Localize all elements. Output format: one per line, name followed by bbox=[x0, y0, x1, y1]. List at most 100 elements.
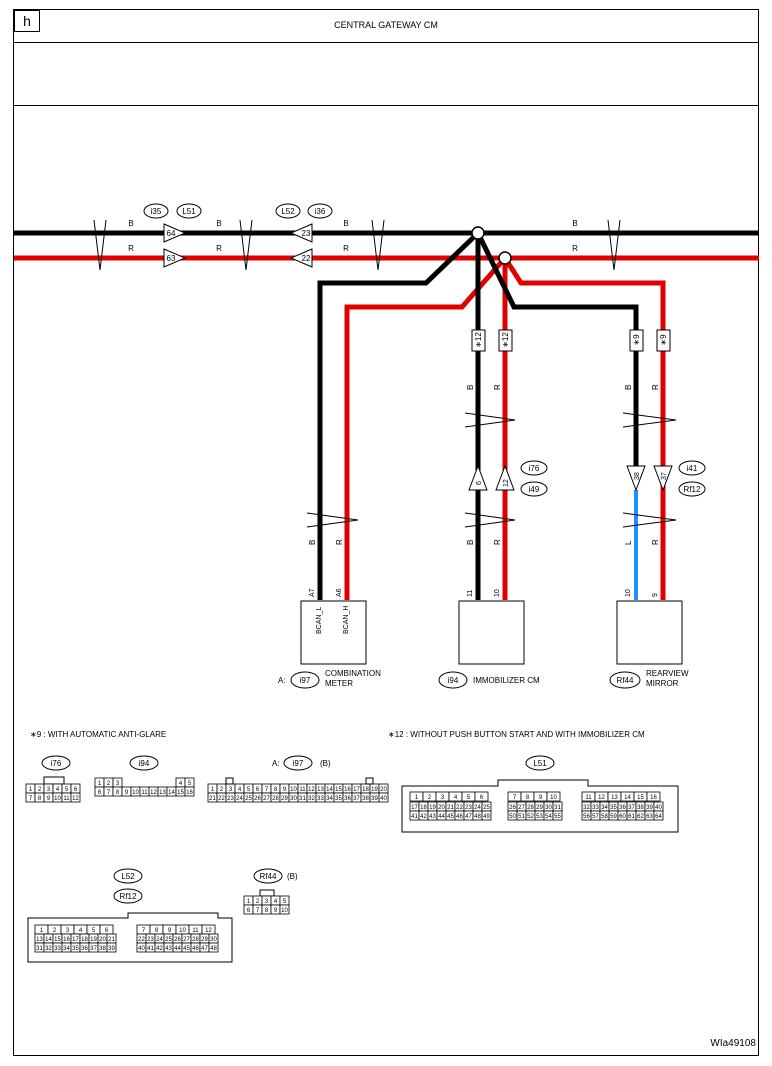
mirror-black-wire bbox=[475, 231, 639, 470]
connector-pin-number: 7 bbox=[107, 790, 111, 796]
connector-pin-number: 11 bbox=[585, 795, 592, 801]
wire-color-label: B bbox=[128, 219, 133, 228]
terminal-label: BCAN_H bbox=[343, 606, 350, 634]
inline-connector-chevron bbox=[653, 465, 673, 492]
connector-label-rf12: Rf12 bbox=[684, 485, 701, 494]
connector-label-i35: i35 bbox=[151, 207, 162, 216]
inline-connector-chevron bbox=[495, 464, 515, 491]
connector-pin-number: 9 bbox=[125, 790, 129, 796]
connector-latch bbox=[365, 777, 374, 785]
connector-pin-number: 2 bbox=[38, 787, 42, 793]
connector-pin-number: 41 bbox=[147, 946, 154, 952]
connector-pin-number: 38 bbox=[362, 796, 369, 802]
connector-pin-number: 16 bbox=[63, 937, 70, 943]
connector-pin-number: 2 bbox=[107, 781, 111, 787]
connector-pin-number: 20 bbox=[380, 787, 387, 793]
connector-pin-number: 45 bbox=[447, 814, 454, 820]
connector-pin-number: 18 bbox=[420, 805, 427, 811]
connector-pin-number: 1 bbox=[211, 787, 215, 793]
connector-pin-number: 3 bbox=[265, 899, 269, 905]
connector-label-i41: i41 bbox=[687, 464, 698, 473]
connector-pin-number: 20 bbox=[99, 937, 106, 943]
connector-pin-number: 6 bbox=[105, 928, 109, 934]
connector-pin-number: 35 bbox=[335, 796, 342, 802]
wire-color-label: R bbox=[335, 539, 344, 545]
connector-pin-number: 60 bbox=[619, 814, 626, 820]
diagram-frame bbox=[13, 9, 759, 1056]
connector-pin-cell bbox=[653, 810, 664, 821]
connector-oval bbox=[143, 203, 169, 219]
option-code-9: ∗9 bbox=[632, 334, 641, 346]
connector-oval bbox=[176, 203, 202, 219]
connector-pin-number: 9 bbox=[283, 787, 287, 793]
connector-pin-number: 1 bbox=[29, 787, 33, 793]
connector-pin-number: 2 bbox=[256, 899, 260, 905]
connector-pin-number: 24 bbox=[236, 796, 243, 802]
connector-pin-cell bbox=[106, 942, 117, 953]
connector-label-i76: i76 bbox=[529, 464, 540, 473]
connector-pin-number: 29 bbox=[281, 796, 288, 802]
connector-pin-number: 46 bbox=[456, 814, 463, 820]
component-name: MIRROR bbox=[646, 679, 679, 688]
connector-pin-number: 34 bbox=[326, 796, 333, 802]
connector-pin-number: 13 bbox=[159, 790, 166, 796]
connector-pin-number: 5 bbox=[283, 899, 287, 905]
connector-pin-cell bbox=[474, 791, 489, 802]
option-code-12: ∗12 bbox=[501, 332, 510, 348]
connector-pin-number: 24 bbox=[156, 937, 163, 943]
connector-pin-number: 51 bbox=[518, 814, 525, 820]
connector-pin-number: 8 bbox=[38, 796, 42, 802]
connector-pin-number: 18 bbox=[362, 787, 369, 793]
connector-pin-number: 34 bbox=[63, 946, 70, 952]
connector-view-suffix: (B) bbox=[287, 872, 298, 881]
connector-pin-number: 39 bbox=[108, 946, 115, 952]
connector-pin-number: 12 bbox=[598, 795, 605, 801]
option-code-box bbox=[498, 329, 513, 352]
connector-pin-number: 28 bbox=[272, 796, 279, 802]
connector-oval bbox=[609, 671, 641, 689]
option-code-box bbox=[471, 329, 486, 352]
connector-pin-number: 10 bbox=[290, 787, 297, 793]
connector-pin-number: 3 bbox=[66, 928, 70, 934]
connector-pin-number: 9 bbox=[47, 796, 51, 802]
connector-pin-number: 38 bbox=[99, 946, 106, 952]
connector-pin-number: 50 bbox=[509, 814, 516, 820]
connector-pin-cell bbox=[378, 792, 389, 803]
connector-label-i94: i94 bbox=[448, 676, 459, 685]
twisted-pair-markers bbox=[93, 219, 677, 528]
connector-pin-number: 13 bbox=[611, 795, 618, 801]
connector-pin-number: 58 bbox=[601, 814, 608, 820]
connector-pin-number: 2 bbox=[428, 795, 432, 801]
connector-pin-number: 16 bbox=[650, 795, 657, 801]
wire-color-label: B bbox=[466, 540, 475, 545]
pin-number: 11 bbox=[467, 590, 474, 597]
connector-pin-number: 33 bbox=[592, 805, 599, 811]
connector-pin-number: 9 bbox=[274, 908, 278, 914]
connector-pin-cell bbox=[546, 791, 561, 802]
connector-pin-number: 6 bbox=[480, 795, 484, 801]
connector-pin-number: 37 bbox=[628, 805, 635, 811]
connector-pin-number: 6 bbox=[247, 908, 251, 914]
connector-pin-number: 10 bbox=[179, 928, 186, 934]
connector-pin-number: 8 bbox=[116, 790, 120, 796]
connector-oval bbox=[283, 755, 313, 771]
connector-pin-number: 12 bbox=[150, 790, 157, 796]
connector-pin-number: 61 bbox=[628, 814, 635, 820]
page-letter: h bbox=[14, 10, 40, 32]
connector-pin-number: 14 bbox=[326, 787, 333, 793]
connector-pin-number: 5 bbox=[247, 787, 251, 793]
connector-pin-number: 26 bbox=[174, 937, 181, 943]
connector-latch bbox=[43, 776, 65, 785]
component-name: REARVIEW bbox=[646, 669, 689, 678]
connector-pin-number: 4 bbox=[56, 787, 60, 793]
wire-color-label: B bbox=[308, 540, 317, 545]
connector-pin-number: 16 bbox=[186, 790, 193, 796]
inline-connector-chevron bbox=[163, 248, 187, 268]
connector-pin-number: 28 bbox=[527, 805, 534, 811]
connector-pin-number: 6 bbox=[256, 787, 260, 793]
pin-number: A6 bbox=[336, 588, 343, 597]
connector-pin-number: 2 bbox=[220, 787, 224, 793]
connector-pin-number: 15 bbox=[637, 795, 644, 801]
